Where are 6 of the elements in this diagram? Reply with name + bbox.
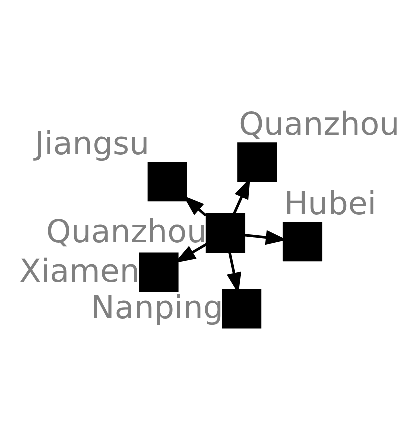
node-label: Hubei <box>284 186 377 222</box>
node-label: Nanping <box>91 290 224 326</box>
node-label: Quanzhou <box>239 106 400 143</box>
node-label: Quanzhou <box>46 214 208 251</box>
node-label: Xiamen <box>20 254 140 290</box>
node-label: Jiangsu <box>35 126 150 162</box>
